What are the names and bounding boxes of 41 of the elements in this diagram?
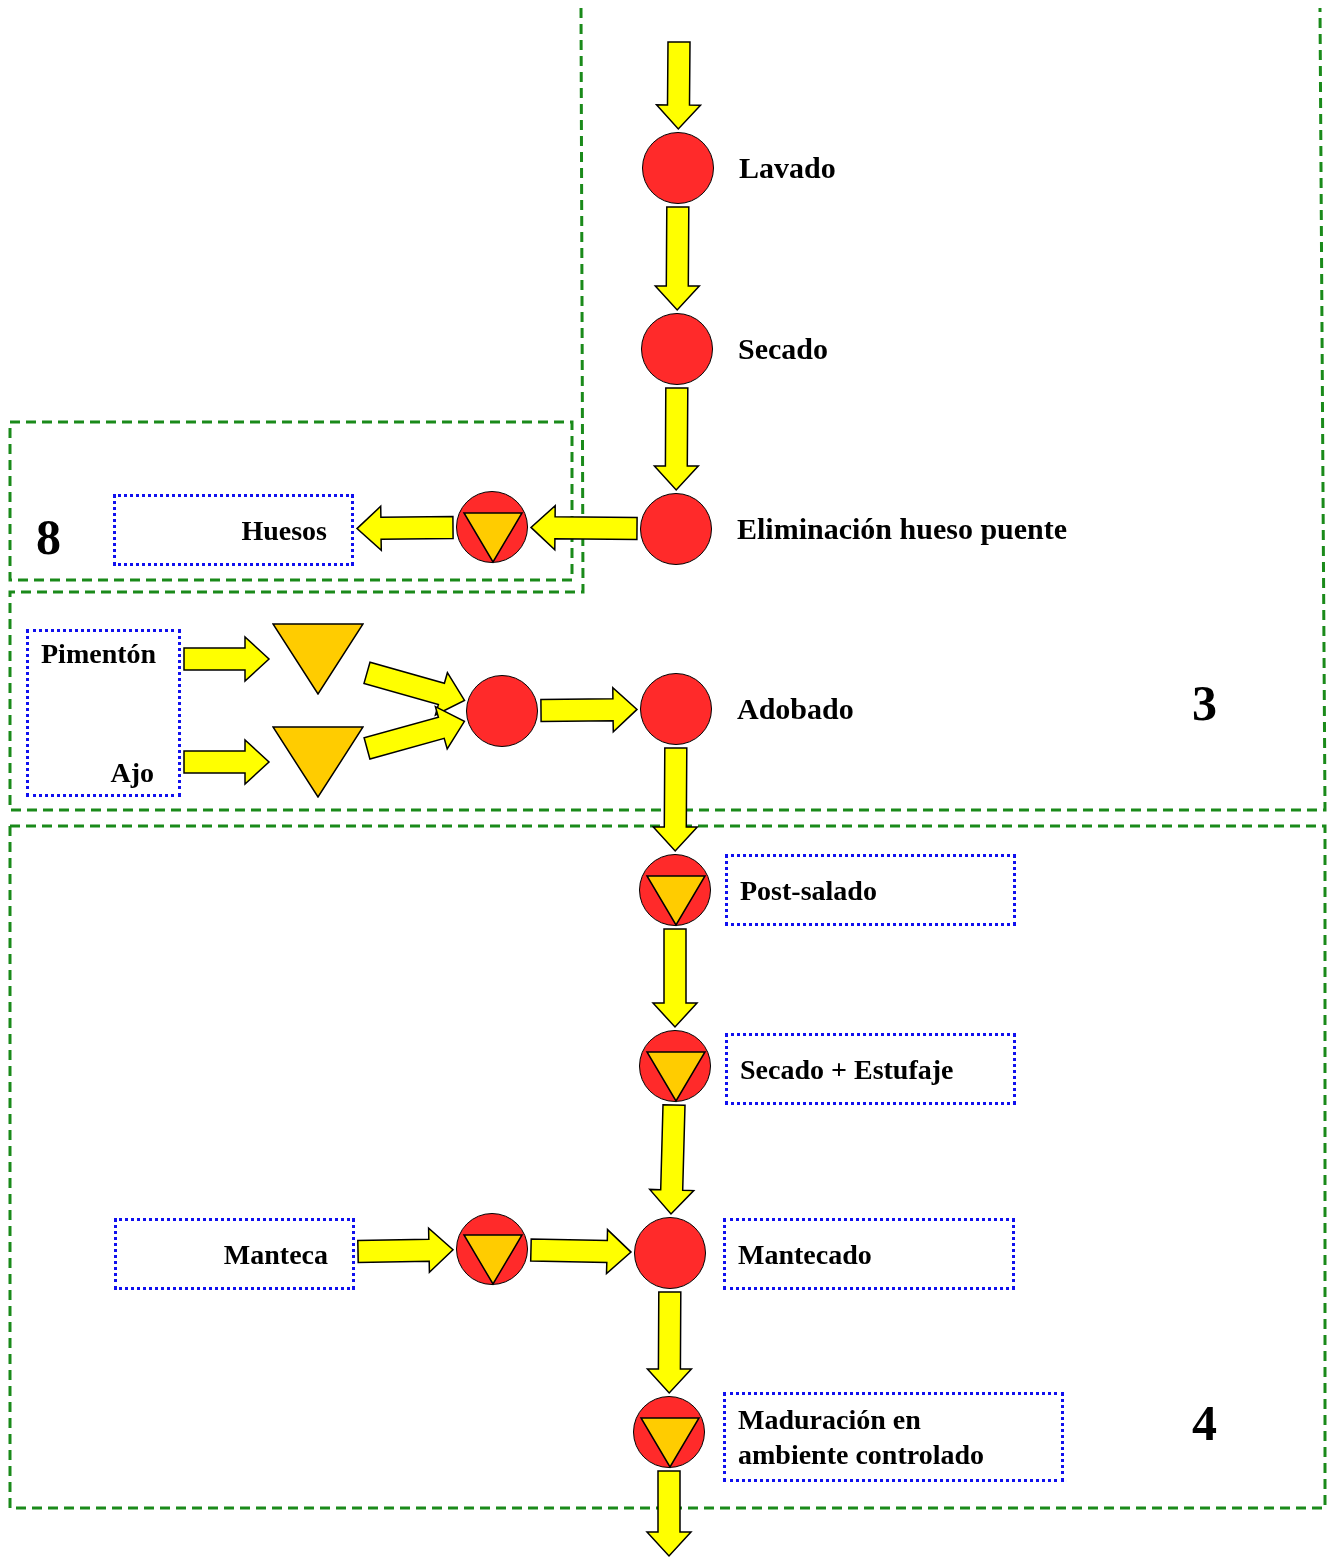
region-number: 4 <box>1192 1398 1217 1448</box>
block-arrow <box>652 387 700 492</box>
step-label: Lavado <box>739 153 836 183</box>
block-arrow <box>645 1470 693 1558</box>
block-arrow <box>183 635 271 683</box>
dotted-box <box>114 1218 355 1290</box>
box-label: Pimentón <box>41 637 157 671</box>
box-label: Huesos <box>241 513 328 548</box>
dotted-box <box>26 629 181 797</box>
block-arrow <box>529 504 638 552</box>
box-label: Ajo <box>110 756 155 790</box>
block-arrow <box>645 1291 694 1395</box>
box-label: Post-salado <box>740 873 877 908</box>
box-label: Secado + Estufaje <box>740 1052 954 1087</box>
box-label: Manteca <box>223 1237 329 1272</box>
region-number: 3 <box>1192 678 1217 728</box>
block-arrow <box>651 928 699 1029</box>
step-label: Adobado <box>737 694 854 724</box>
dotted-box <box>723 1392 1064 1482</box>
block-arrow <box>355 504 454 552</box>
block-arrow <box>363 705 466 760</box>
triangle-symbol <box>272 623 364 695</box>
dotted-box <box>113 494 354 566</box>
dotted-box <box>725 1033 1016 1105</box>
block-arrow <box>651 747 699 853</box>
dotted-box <box>725 854 1016 926</box>
block-arrow <box>357 1226 455 1274</box>
block-arrow <box>540 686 639 734</box>
block-arrow <box>529 1227 633 1276</box>
box-label: Maduración en ambiente controlado <box>738 1403 986 1472</box>
step-label: Secado <box>738 334 828 364</box>
block-arrow <box>654 41 703 131</box>
block-arrow <box>363 661 466 717</box>
step-label: Eliminación hueso puente <box>737 514 1068 544</box>
region-number: 8 <box>36 512 61 562</box>
box-label: Mantecado <box>738 1237 872 1272</box>
block-arrow <box>183 738 271 786</box>
dotted-box <box>723 1218 1015 1290</box>
block-arrow <box>653 206 701 312</box>
block-arrow <box>648 1103 696 1216</box>
triangle-symbol <box>272 726 364 798</box>
